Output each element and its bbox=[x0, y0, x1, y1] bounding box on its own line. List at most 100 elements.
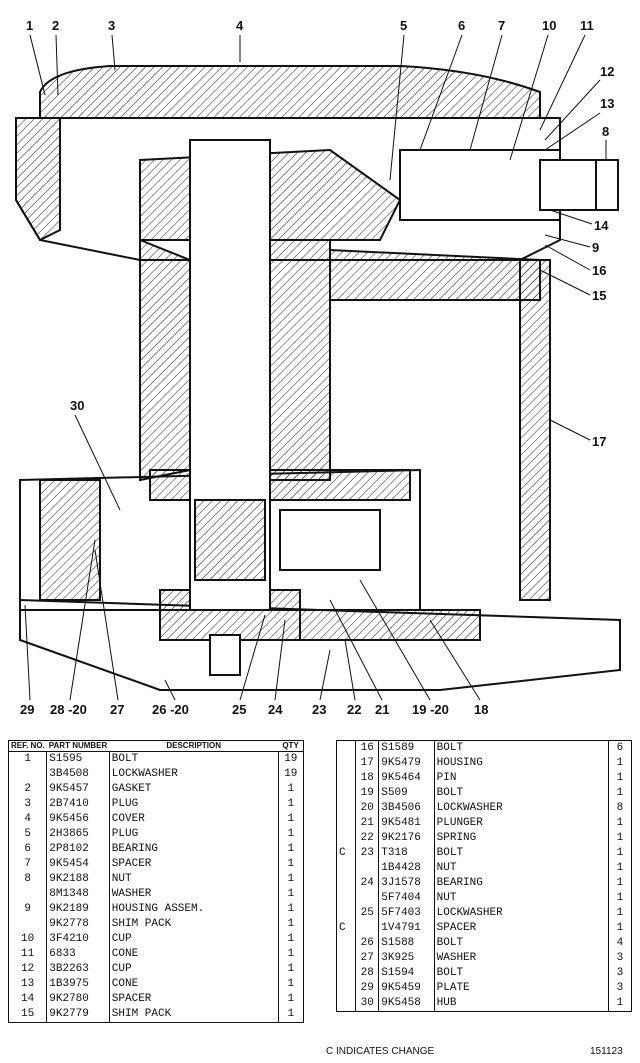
part-number: 9K5459 bbox=[378, 981, 435, 996]
part-number: 1B3975 bbox=[46, 977, 110, 992]
quantity: 1 bbox=[287, 933, 295, 945]
description: BOLT bbox=[434, 846, 609, 861]
description: SHIM PACK bbox=[109, 917, 279, 932]
quantity: 8 bbox=[616, 802, 624, 814]
quantity: 1 bbox=[616, 757, 624, 769]
quantity: 1 bbox=[616, 817, 624, 829]
ref-no: 6 bbox=[8, 842, 48, 857]
quantity: 1 bbox=[616, 847, 624, 859]
quantity: 1 bbox=[616, 922, 624, 934]
callout: 30 bbox=[70, 398, 84, 413]
ref-no bbox=[355, 861, 380, 876]
ref-no: 5 bbox=[8, 827, 48, 842]
part-number: S1595 bbox=[46, 751, 110, 767]
quantity: 1 bbox=[287, 813, 295, 825]
header-description: DESCRIPTION bbox=[109, 740, 279, 752]
change-mark bbox=[337, 741, 356, 757]
brake-assembly bbox=[209, 509, 381, 676]
ref-no: 15 bbox=[8, 1007, 48, 1023]
quantity: 3 bbox=[616, 982, 624, 994]
quantity: 1 bbox=[616, 772, 624, 784]
part-number: 9K2780 bbox=[46, 992, 110, 1007]
part-number: 2P8102 bbox=[46, 842, 110, 857]
part-number: 9K5458 bbox=[378, 996, 435, 1012]
description: HUB bbox=[434, 996, 609, 1012]
part-number: 6833 bbox=[46, 947, 110, 962]
ref-no: 17 bbox=[355, 756, 380, 771]
quantity: 1 bbox=[287, 828, 295, 840]
part-number: 3K925 bbox=[378, 951, 435, 966]
part-number: 9K5457 bbox=[46, 782, 110, 797]
change-mark bbox=[337, 786, 356, 801]
callout: 16 bbox=[592, 263, 606, 278]
description: NUT bbox=[109, 872, 279, 887]
ref-no: 28 bbox=[355, 966, 380, 981]
quantity: 1 bbox=[616, 892, 624, 904]
description: CONE bbox=[109, 977, 279, 992]
ref-no: 4 bbox=[8, 812, 48, 827]
change-mark bbox=[337, 816, 356, 831]
description: BOLT bbox=[434, 936, 609, 951]
change-mark bbox=[337, 906, 356, 921]
ref-no: 19 bbox=[355, 786, 380, 801]
part-number: 5F7403 bbox=[378, 906, 435, 921]
description: BEARING bbox=[434, 876, 609, 891]
callout-labels: 1 2 3 4 5 6 7 10 11 12 13 8 14 9 16 15 3… bbox=[20, 18, 614, 717]
callout: 25 bbox=[232, 702, 246, 717]
ref-no: 21 bbox=[355, 816, 380, 831]
part-number: S509 bbox=[378, 786, 435, 801]
ref-no: 22 bbox=[355, 831, 380, 846]
quantity: 1 bbox=[287, 963, 295, 975]
callout: 7 bbox=[498, 18, 505, 33]
part-number: S1589 bbox=[378, 740, 435, 756]
callout: 3 bbox=[108, 18, 115, 33]
callout: 10 bbox=[542, 18, 556, 33]
ref-no: 14 bbox=[8, 992, 48, 1007]
callout: 1 bbox=[26, 18, 33, 33]
callout: 13 bbox=[600, 96, 614, 111]
part-number: 8M1348 bbox=[46, 887, 110, 902]
change-mark bbox=[337, 936, 356, 951]
callout: 12 bbox=[600, 64, 614, 79]
ref-no: 10 bbox=[8, 932, 48, 947]
quantity: 19 bbox=[284, 768, 298, 780]
description: CUP bbox=[109, 962, 279, 977]
description: SHIM PACK bbox=[109, 1007, 279, 1023]
part-number: 3J1578 bbox=[378, 876, 435, 891]
ref-no: 16 bbox=[355, 740, 380, 756]
description: HOUSING ASSEM. bbox=[109, 902, 279, 917]
description: COVER bbox=[109, 812, 279, 827]
ref-no: 7 bbox=[8, 857, 48, 872]
ref-no: 1 bbox=[8, 751, 48, 767]
quantity: 1 bbox=[616, 862, 624, 874]
callout: 27 bbox=[110, 702, 124, 717]
description: LOCKWASHER bbox=[109, 767, 279, 782]
ref-no: 3 bbox=[8, 797, 48, 812]
callout: 18 bbox=[474, 702, 488, 717]
ref-no: 18 bbox=[355, 771, 380, 786]
quantity: 6 bbox=[616, 742, 624, 754]
quantity: 19 bbox=[284, 753, 298, 765]
part-number: 9K5454 bbox=[46, 857, 110, 872]
change-mark bbox=[337, 966, 356, 981]
